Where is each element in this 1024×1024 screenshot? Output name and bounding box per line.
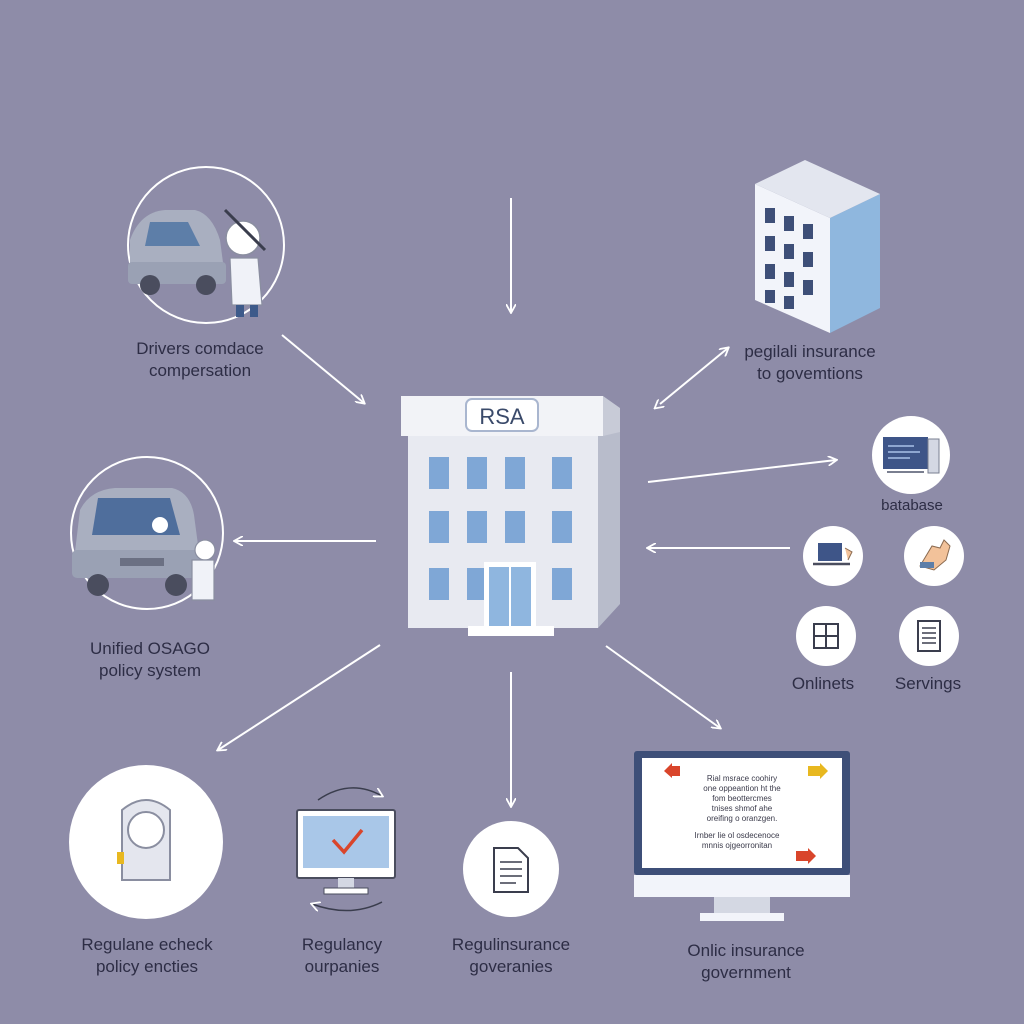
office-building-icon	[755, 160, 880, 333]
arrow-to-database	[647, 460, 836, 483]
label-unified-osago: Unified OSAGO policy system	[90, 639, 210, 680]
label-regulane-echeck: Regulane echeck policy encties	[81, 935, 213, 976]
arrow-drivers-in	[281, 334, 364, 403]
arrows	[218, 198, 836, 806]
label-regulinsurance-goveranies: Regulinsurance goveranies	[451, 935, 571, 976]
label-servings: Servings	[894, 674, 962, 693]
window-grid-icon	[796, 606, 856, 666]
monitor-screen-text-bottom: Irnber lie ol osdecenoce mnnis ojgeorron…	[694, 831, 780, 850]
arrow-to-reg-check	[218, 644, 381, 750]
document-list-icon	[899, 606, 959, 666]
car-driver-icon	[70, 456, 224, 610]
document-icon	[463, 821, 559, 917]
rsa-building-icon: RSA	[401, 396, 620, 636]
database-computer-icon	[872, 416, 950, 494]
laptop-icon	[803, 526, 863, 586]
hand-icon	[904, 526, 964, 586]
arrow-pegilal-bidirectional	[660, 348, 728, 404]
monitor-screen-text-top: Rial msrace coohiry one oppeantion ht th…	[703, 774, 781, 823]
label-regulancy-ourpanies: Regulancy ourpanies	[301, 935, 383, 976]
rsa-sign: RSA	[479, 404, 525, 429]
online-monitor-icon	[634, 751, 850, 921]
monitor-check-icon	[296, 787, 396, 911]
policy-badge-icon	[69, 765, 223, 919]
label-online-insurance-government: Onlic insurance government	[687, 941, 805, 982]
label-drivers-compensation: Drivers comdace compersation	[136, 339, 264, 380]
car-mechanic-icon	[127, 166, 285, 324]
label-database: batabase	[881, 497, 943, 514]
label-onlinets: Onlinets	[791, 674, 855, 693]
label-pegilal-insurance: pegilali insurance to govemtions	[744, 342, 876, 383]
arrow-to-online-gov	[605, 645, 720, 728]
